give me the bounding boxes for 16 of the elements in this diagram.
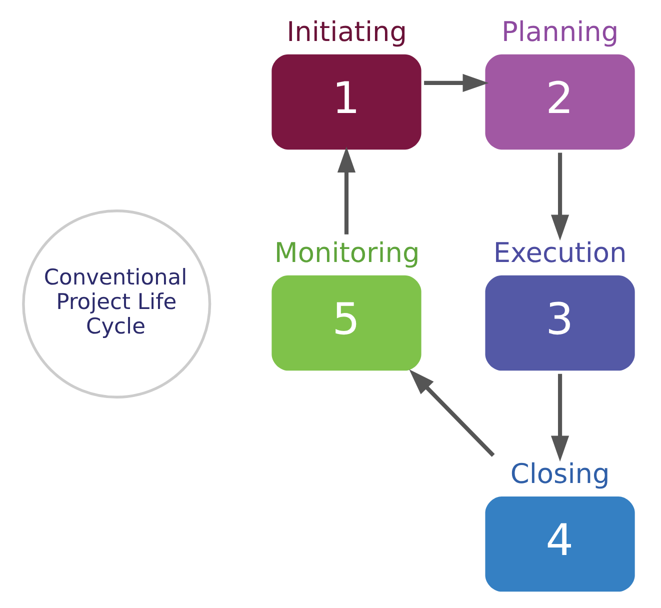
node-box: 1 bbox=[272, 54, 422, 150]
node-label: Planning bbox=[502, 16, 619, 48]
node-box: 3 bbox=[485, 275, 635, 371]
arrow bbox=[550, 374, 570, 462]
node-circle: Conventional Project Life Cycle bbox=[22, 209, 212, 399]
node-label: Execution bbox=[493, 238, 627, 269]
arrow bbox=[337, 146, 356, 234]
node-box: 2 bbox=[485, 54, 635, 150]
node-label: Monitoring bbox=[274, 238, 420, 269]
node-box: 4 bbox=[485, 496, 635, 592]
node-label: Initiating bbox=[286, 16, 408, 48]
arrow bbox=[409, 369, 495, 457]
node-label: Closing bbox=[510, 458, 610, 490]
node-box: 5 bbox=[272, 275, 422, 371]
arrow bbox=[550, 152, 570, 241]
arrow bbox=[424, 74, 489, 92]
